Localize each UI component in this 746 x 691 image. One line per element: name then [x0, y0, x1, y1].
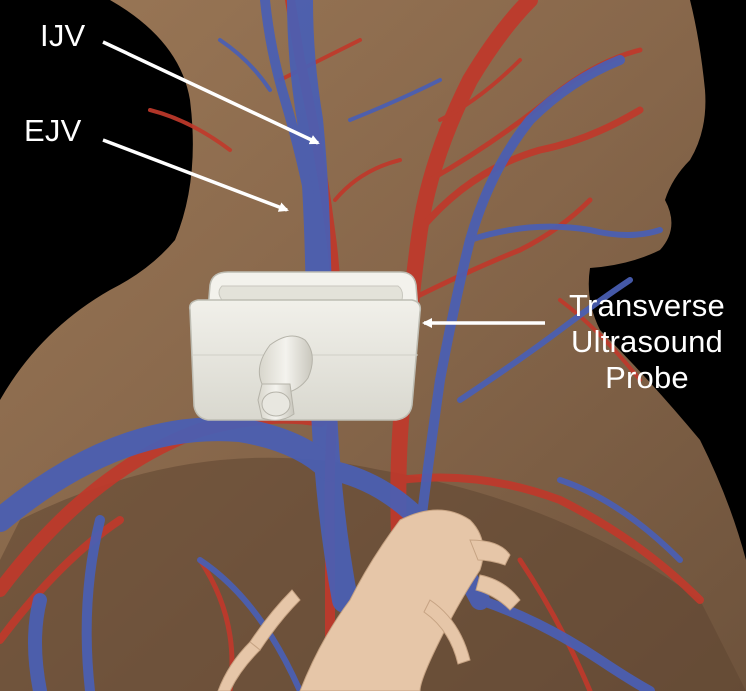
- probe-label-line-1: Transverse: [548, 288, 746, 324]
- probe-label-line-3: Probe: [548, 360, 746, 396]
- ultrasound-probe: [190, 272, 421, 420]
- probe-label: Transverse Ultrasound Probe: [548, 288, 746, 396]
- ijv-label: IJV: [40, 18, 85, 54]
- ejv-label: EJV: [24, 113, 81, 149]
- probe-label-line-2: Ultrasound: [548, 324, 746, 360]
